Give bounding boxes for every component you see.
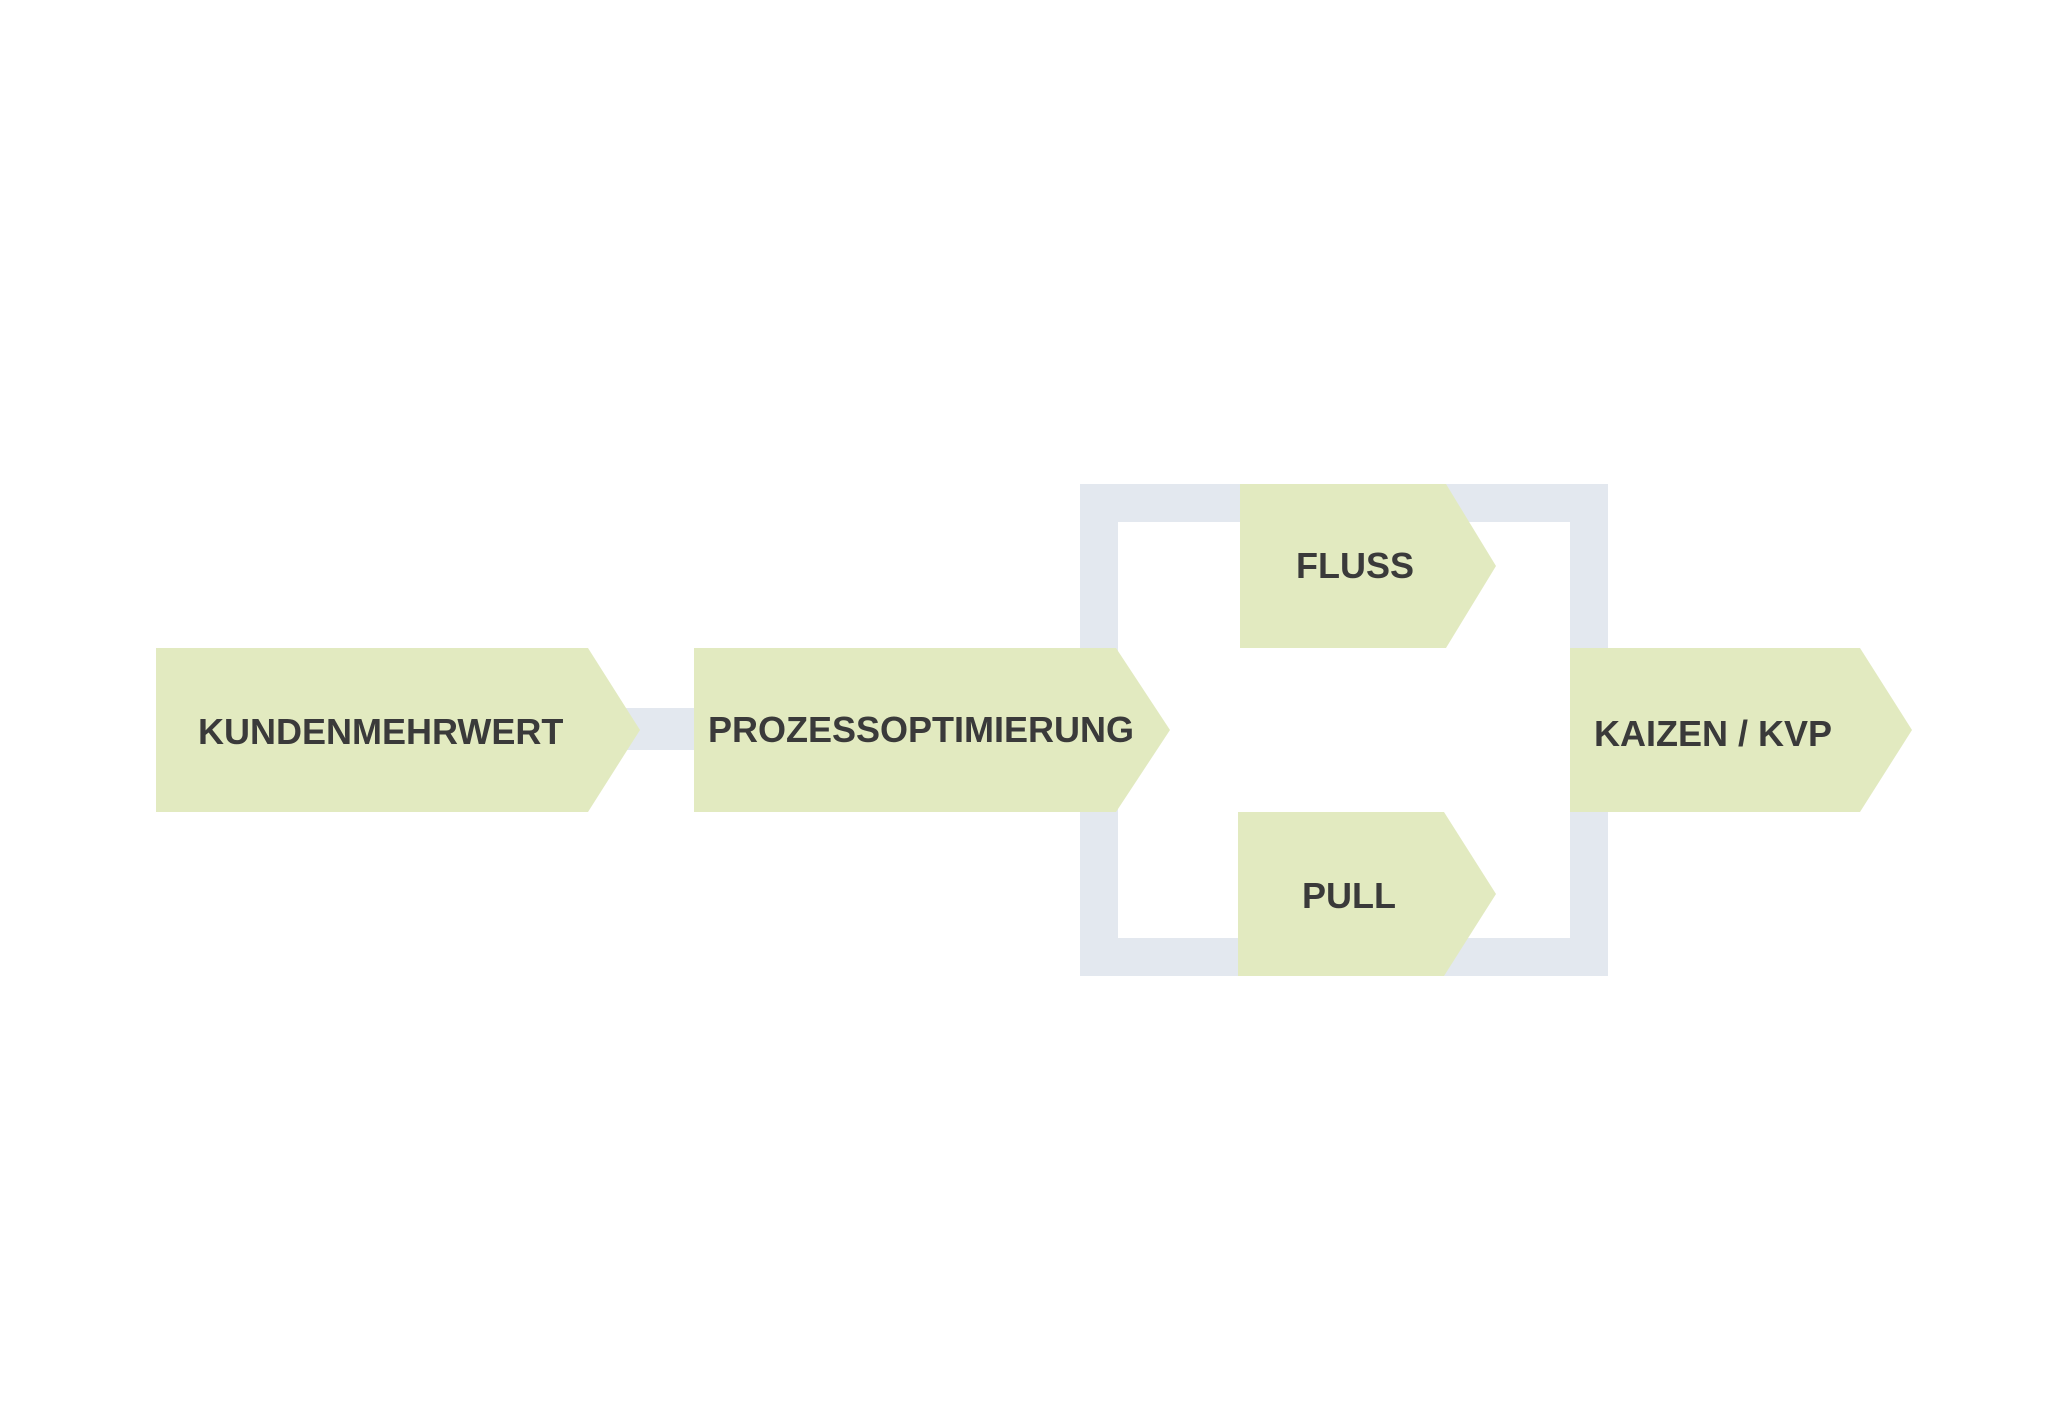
label-kaizen: KAIZEN / KVP [1594,713,1832,754]
arrow-kaizen [1570,648,1912,812]
label-fluss: FLUSS [1296,545,1414,586]
label-pull: PULL [1302,875,1396,916]
label-kundenmehrwert: KUNDENMEHRWERT [198,711,563,752]
label-prozessoptimierung: PROZESSOPTIMIERUNG [708,709,1134,750]
arrow-pull [1238,812,1496,976]
arrow-kundenmehrwert [156,648,640,812]
arrow-fluss [1240,484,1496,648]
arrows [156,484,1912,976]
labels: KUNDENMEHRWERT PROZESSOPTIMIERUNG FLUSS … [198,545,1832,916]
arrow-prozessoptimierung [694,648,1170,812]
